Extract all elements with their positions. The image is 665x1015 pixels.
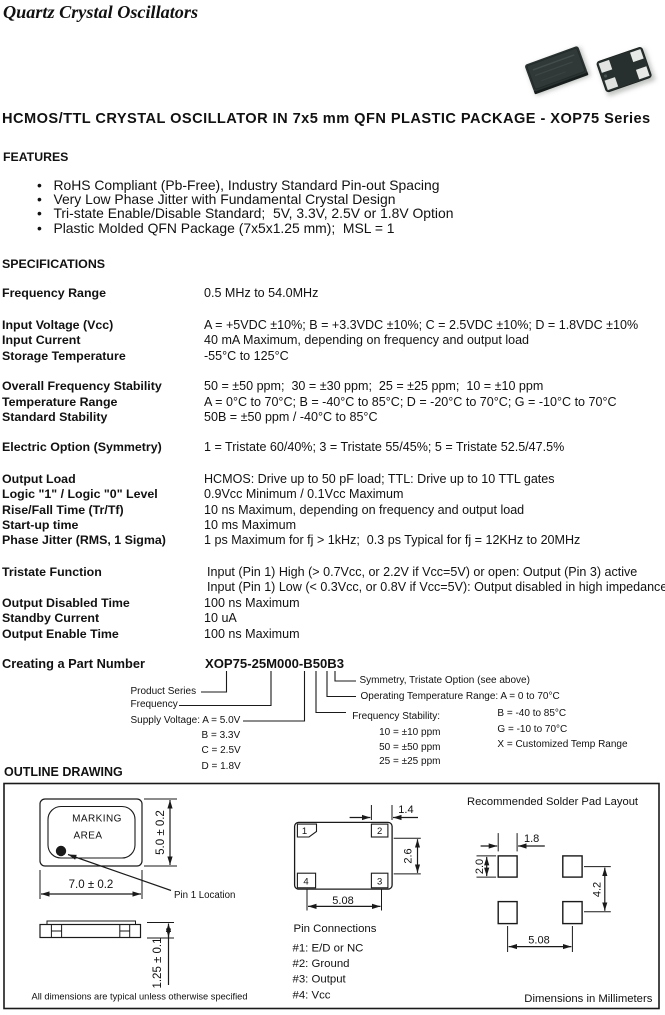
svg-text:5.0 ± 0.2: 5.0 ± 0.2 (155, 810, 167, 855)
svg-text:#1: E/D or NC: #1: E/D or NC (293, 943, 364, 955)
svg-text:7.0 ± 0.2: 7.0 ± 0.2 (69, 879, 114, 891)
svg-text:5.08: 5.08 (528, 935, 549, 947)
svg-text:3: 3 (377, 876, 382, 887)
svg-text:Recommended Solder Pad Layout: Recommended Solder Pad Layout (467, 796, 639, 808)
svg-text:4: 4 (303, 876, 308, 887)
svg-text:MARKING: MARKING (72, 814, 122, 825)
svg-text:2.6: 2.6 (403, 848, 415, 863)
svg-text:4.2: 4.2 (592, 882, 604, 897)
svg-text:1.8: 1.8 (524, 833, 539, 845)
svg-text:#4: Vcc: #4: Vcc (293, 990, 331, 1002)
svg-text:1: 1 (302, 826, 307, 837)
svg-text:2: 2 (377, 826, 382, 837)
svg-text:Pin Connections: Pin Connections (294, 923, 377, 935)
svg-text:#3: Output: #3: Output (293, 974, 347, 986)
svg-text:AREA: AREA (73, 831, 102, 842)
svg-text:5.08: 5.08 (332, 895, 353, 907)
svg-text:Pin 1 Location: Pin 1 Location (174, 890, 235, 901)
svg-text:All dimensions are typical unl: All dimensions are typical unless otherw… (32, 992, 248, 1002)
svg-text:1.25 ± 0.1: 1.25 ± 0.1 (152, 937, 164, 988)
svg-text:#2: Ground: #2: Ground (293, 958, 350, 970)
svg-text:2.0: 2.0 (474, 859, 486, 874)
svg-text:1.4: 1.4 (398, 804, 413, 816)
svg-text:Dimensions in Millimeters: Dimensions in Millimeters (524, 993, 652, 1005)
